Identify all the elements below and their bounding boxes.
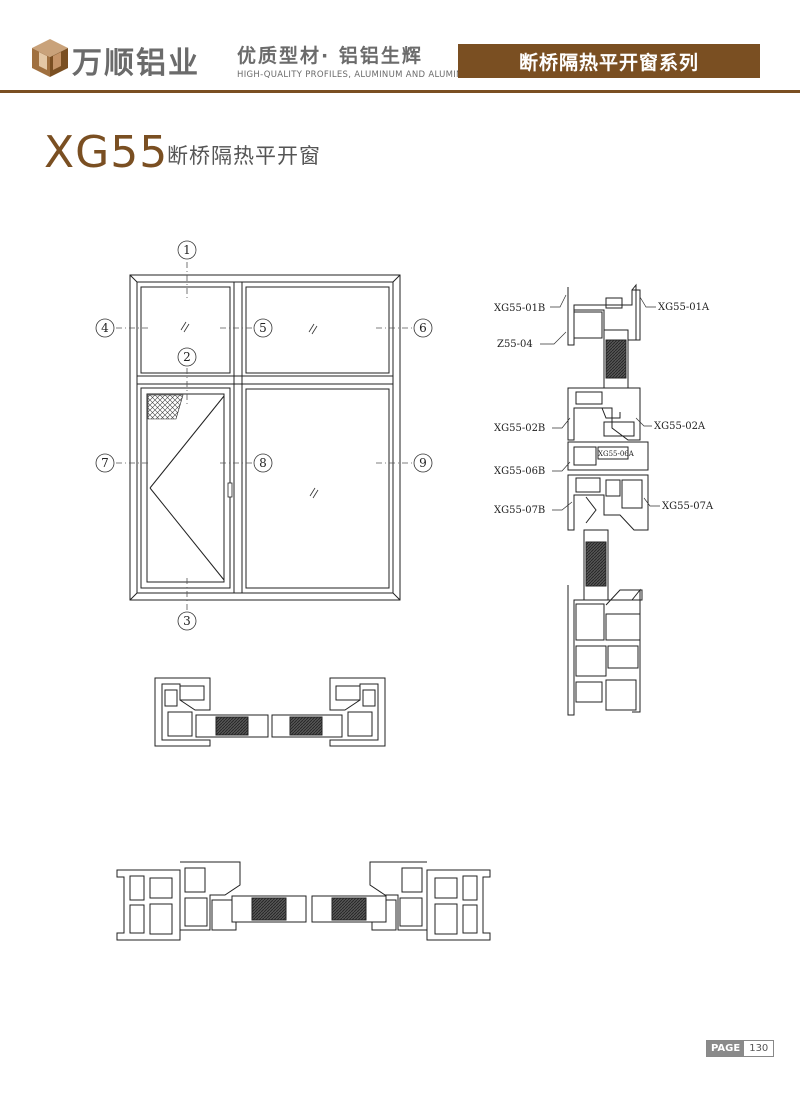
series-title: 断桥隔热平开窗系列	[518, 51, 699, 74]
marker-7	[95, 453, 115, 473]
marker-2	[177, 347, 197, 367]
marker-4-label: 4	[101, 321, 109, 335]
profile-label-xg55-07b: XG55-07B	[494, 505, 545, 516]
marker-6	[413, 318, 433, 338]
marker-1-label: 1	[183, 243, 191, 257]
marker-5-label: 5	[259, 321, 267, 335]
marker-8-label: 8	[259, 456, 267, 470]
profile-label-xg55-01b: XG55-01B	[494, 303, 545, 314]
marker-6-label: 6	[419, 321, 427, 335]
window-elevation-drawing: 1 2 3 4 5 6 7 8 9	[95, 240, 433, 631]
marker-3-label: 3	[183, 614, 191, 628]
brand-name: 万顺铝业	[72, 46, 200, 81]
marker-1	[177, 240, 197, 260]
profile-label-xg55-06b: XG55-06B	[494, 466, 545, 477]
marker-9	[413, 453, 433, 473]
profile-label-xg55-07a: XG55-07A	[662, 501, 714, 512]
product-model: XG55	[44, 127, 169, 178]
marker-9-label: 9	[419, 456, 427, 470]
slogan: 优质型材· 铝铝生辉	[237, 45, 423, 67]
profile-label-xg55-06a: XG55-06A	[598, 450, 635, 458]
marker-7-label: 7	[101, 456, 109, 470]
marker-2-label: 2	[183, 350, 191, 364]
profile-label-xg55-02a: XG55-02A	[654, 421, 706, 432]
marker-5	[253, 318, 273, 338]
profile-label-xg55-01a: XG55-01A	[658, 302, 710, 313]
header-divider	[0, 90, 800, 93]
product-description: 断桥隔热平开窗	[167, 144, 321, 168]
window-handle-icon	[227, 482, 233, 498]
profile-label-xg55-02b: XG55-02B	[494, 423, 545, 434]
series-title-banner: 断桥隔热平开窗系列	[458, 44, 760, 78]
slogan-english: HIGH-QUALITY PROFILES, ALUMINUM AND ALUM…	[237, 70, 477, 80]
vertical-section-drawing: XG55-01B XG55-01A Z55-04 XG55-02B XG55-0…	[494, 283, 714, 716]
horizontal-section-sash-drawing	[116, 861, 491, 941]
brand-logo-icon	[32, 39, 68, 77]
page-label: PAGE	[707, 1041, 745, 1056]
fly-screen-mesh	[147, 394, 184, 420]
page-number: 130	[744, 1041, 774, 1056]
marker-4	[95, 318, 115, 338]
page-number-badge: PAGE 130	[706, 1040, 775, 1057]
profile-label-z55-04: Z55-04	[497, 339, 533, 350]
marker-3	[177, 611, 197, 631]
marker-8	[253, 453, 273, 473]
horizontal-section-frame-drawing	[154, 677, 386, 747]
